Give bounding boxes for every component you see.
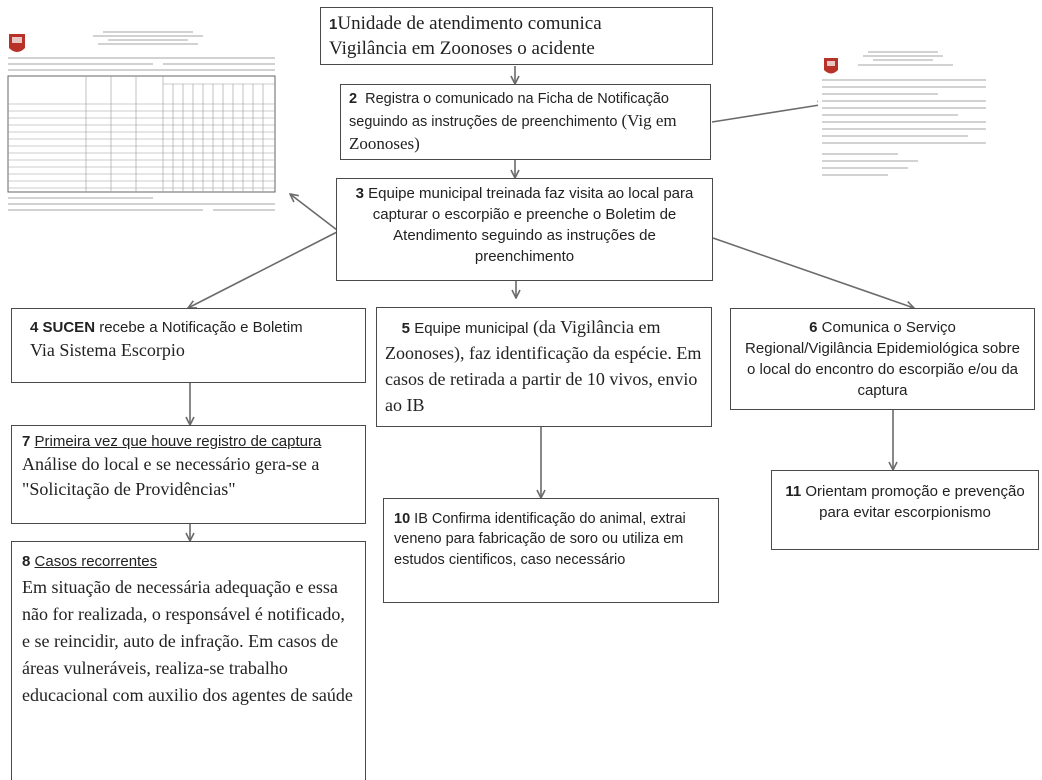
step-8-box: 8 Casos recorrentes Em situação de neces…	[11, 541, 366, 780]
step-4-text: recebe a Notificação e Boletim	[99, 319, 303, 336]
step-number: 7	[22, 433, 31, 450]
step-number: 8	[22, 553, 31, 570]
step-2-text: Registra o comunicado na Ficha de Notifi…	[349, 91, 669, 130]
arrow-2-to-form	[711, 104, 826, 123]
step-1-box: 1Unidade de atendimento comunica Vigilân…	[320, 7, 713, 65]
boletim-form-thumbnail	[3, 26, 281, 216]
step-2-box: 2 Registra o comunicado na Ficha de Noti…	[340, 84, 711, 160]
state-seal-icon	[824, 58, 838, 74]
step-2-serif-text: (Vig em Zoonoses)	[349, 110, 677, 153]
step-8-underlined: Casos recorrentes	[34, 553, 158, 570]
state-seal-icon	[9, 34, 25, 52]
step-4-box: 4 SUCEN recebe a Notificação e Boletim V…	[11, 308, 366, 383]
step-1-line2: Vigilância em Zoonoses o acidente	[329, 37, 595, 59]
step-11-box: 11 Orientam promoção e prevenção para ev…	[771, 470, 1039, 550]
arrow-3-to-form	[290, 194, 338, 231]
step-10-box: 10 IB Confirma identificação do animal, …	[383, 498, 719, 603]
step-4-serif-text: Via Sistema Escorpio	[30, 340, 185, 361]
step-number: 1	[329, 16, 338, 33]
step-7-underlined: Primeira vez que houve registro de captu…	[34, 433, 322, 450]
step-8-text: Em situação de necessária adequação e es…	[22, 576, 353, 705]
arrow-3-to-4	[188, 231, 338, 308]
step-6-text: Comunica o Serviço Regional/Vigilância E…	[745, 319, 1020, 399]
step-11-text: Orientam promoção e prevenção para evita…	[805, 483, 1025, 521]
step-number: 4	[30, 319, 39, 336]
arrow-3-to-6	[712, 237, 914, 308]
step-3-box: 3 Equipe municipal treinada faz visita a…	[336, 178, 713, 281]
step-10-text: IB Confirma identificação do animal, ext…	[394, 511, 686, 568]
step-number: 3	[355, 185, 364, 202]
step-5-sans-text: Equipe municipal	[414, 320, 529, 337]
ficha-notificacao-thumbnail	[818, 44, 990, 190]
step-5-box: 5 Equipe municipal (da Vigilância em Zoo…	[376, 307, 712, 427]
step-6-box: 6 Comunica o Serviço Regional/Vigilância…	[730, 308, 1035, 410]
step-number: 2	[349, 91, 358, 107]
step-5-text: (da Vigilância em Zoonoses), faz identif…	[385, 317, 702, 416]
step-number: 11	[785, 483, 802, 500]
step-number: 6	[809, 319, 818, 336]
step-7-box: 7 Primeira vez que houve registro de cap…	[11, 425, 366, 524]
step-3-text: Equipe municipal treinada faz visita ao …	[368, 185, 694, 265]
sucen-label: SUCEN	[42, 319, 96, 336]
step-7-text: Análise do local e se necessário gera-se…	[22, 454, 320, 499]
step-number: 5	[401, 320, 411, 337]
step-1-line1: Unidade de atendimento comunica	[337, 13, 602, 34]
step-number: 10	[394, 511, 411, 527]
